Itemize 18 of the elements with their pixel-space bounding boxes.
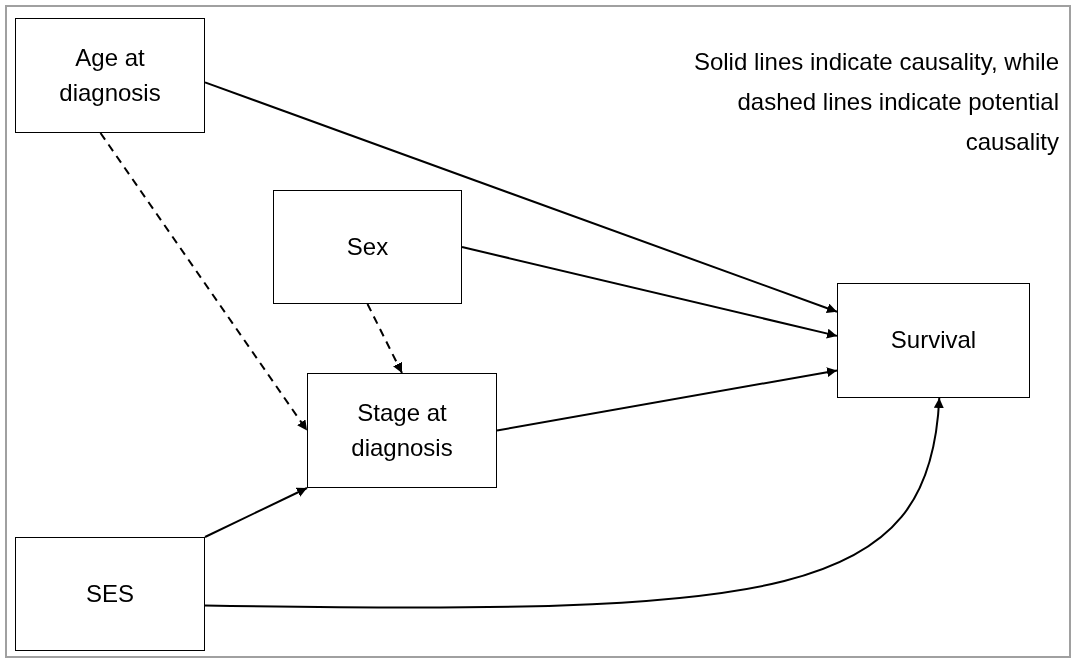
arrow bbox=[461, 246, 838, 339]
variable-label: Age at diagnosis bbox=[58, 42, 162, 108]
variable-box bbox=[273, 190, 462, 304]
arrow bbox=[204, 397, 944, 609]
variable-box bbox=[15, 537, 205, 651]
variable-box bbox=[307, 373, 497, 488]
note-text: Solid lines indicate causality, while dashed lines indicate potential causality bbox=[692, 47, 1059, 157]
variable-box bbox=[15, 18, 205, 133]
variable-label: Survival bbox=[890, 325, 977, 356]
variable-box bbox=[837, 283, 1030, 398]
dashed-arrow bbox=[366, 303, 403, 374]
arrow bbox=[496, 367, 838, 432]
variable-label: Sex bbox=[346, 231, 389, 262]
variable-label: Stage at diagnosis bbox=[350, 397, 454, 463]
arrow bbox=[204, 487, 308, 538]
dashed-arrow bbox=[99, 132, 308, 432]
arrow bbox=[204, 81, 838, 314]
variable-label: SES bbox=[86, 578, 134, 609]
